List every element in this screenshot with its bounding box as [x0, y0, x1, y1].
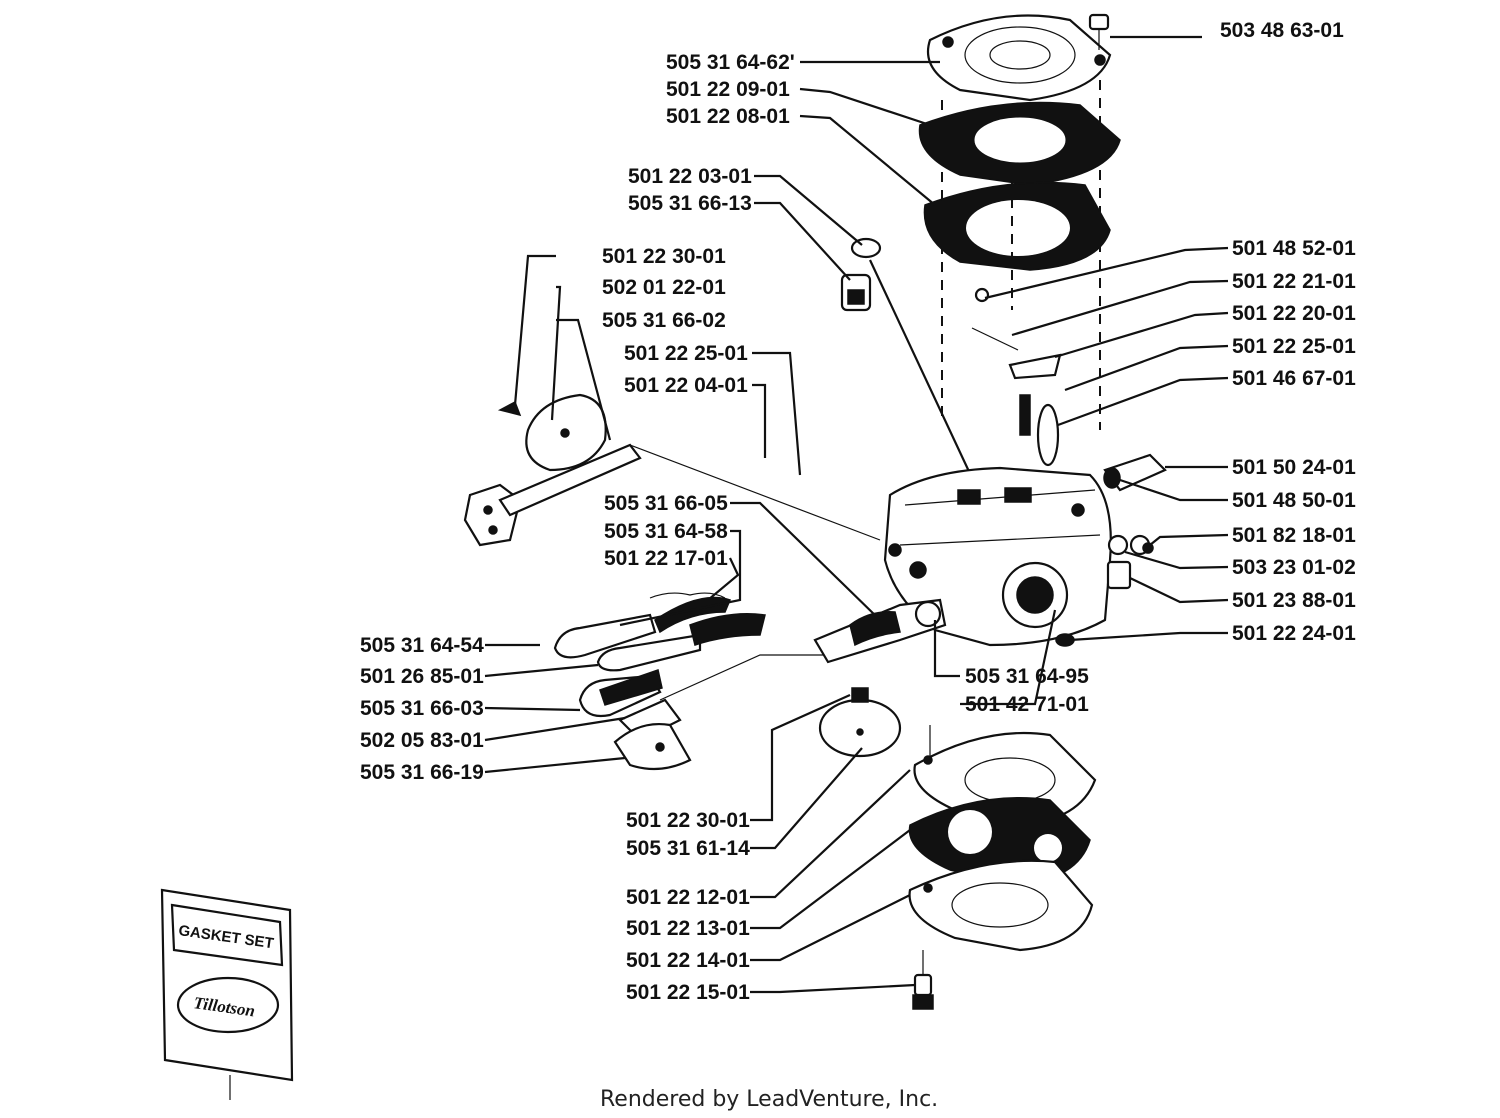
part-label: 503 23 01-02: [1232, 556, 1356, 579]
part-label: 501 26 85-01: [360, 665, 484, 688]
part-label: 501 22 30-01: [626, 809, 750, 832]
part-label: 505 31 64-58: [604, 520, 728, 543]
welch-plug-group: [1107, 534, 1154, 556]
footer-credit: Rendered by LeadVenture, Inc.: [600, 1087, 938, 1112]
part-label: 502 01 22-01: [602, 276, 726, 299]
part-label: 501 22 09-01: [666, 78, 790, 101]
part-label: 505 31 64-62': [666, 51, 795, 74]
part-label: 501 48 50-01: [1232, 489, 1356, 512]
part-label: 501 22 14-01: [626, 949, 750, 972]
check-valve-disc: [850, 237, 882, 259]
part-label: 503 48 63-01: [1220, 19, 1344, 42]
choke-plate: [818, 687, 902, 758]
part-label: 501 50 24-01: [1232, 456, 1356, 479]
part-label: 501 22 12-01: [626, 886, 750, 909]
part-label: 501 22 17-01: [604, 547, 728, 570]
part-labels: 503 48 63-01 505 31 64-62' 501 22 09-01 …: [360, 19, 1356, 1004]
part-label: 501 22 03-01: [628, 165, 752, 188]
metering-cover: [908, 859, 1094, 952]
pump-diaphragm: [918, 101, 1121, 186]
metering-spring: [1019, 394, 1031, 436]
part-label: 501 22 15-01: [626, 981, 750, 1004]
part-label: 501 22 13-01: [626, 917, 750, 940]
pump-cover: [926, 14, 1112, 102]
metering-lever-screw: [974, 287, 990, 303]
part-label: 505 31 64-95: [965, 665, 1089, 688]
fuel-screen-cap: [1103, 453, 1167, 492]
part-label: 505 31 66-13: [628, 192, 752, 215]
part-label: 501 22 21-01: [1232, 270, 1356, 293]
part-label: 505 31 66-02: [602, 309, 726, 332]
part-label: 501 42 71-01: [965, 693, 1089, 716]
inlet-fitting: [840, 273, 872, 312]
choke-shaft: [613, 654, 850, 771]
gasket-set-package: GASKET SET Tillotson: [160, 888, 294, 1100]
low-speed-needle: [596, 613, 766, 672]
throttle-screw: [497, 400, 522, 417]
part-label: 502 05 83-01: [360, 729, 484, 752]
cover-bolt: [912, 973, 934, 1010]
part-label: 501 46 67-01: [1232, 367, 1356, 390]
part-label: 501 23 88-01: [1232, 589, 1356, 612]
throttle-shaft: [463, 443, 881, 547]
throttle-plate: [525, 393, 607, 472]
pump-plunger: [813, 598, 947, 664]
idle-speed-screw: [578, 669, 663, 718]
leader-lines: [484, 35, 1229, 994]
inlet-needle: [1036, 403, 1060, 467]
part-label: 501 22 20-01: [1232, 302, 1356, 325]
part-label: 505 31 66-05: [604, 492, 728, 515]
metering-lever: [1008, 353, 1062, 380]
part-label: 501 22 24-01: [1232, 622, 1356, 645]
part-label: 501 22 25-01: [624, 342, 748, 365]
cover-screw: [1088, 13, 1110, 50]
part-label: 505 31 64-54: [360, 634, 484, 657]
part-label: 501 22 25-01: [1232, 335, 1356, 358]
carburetor-body: [883, 466, 1112, 647]
part-label: 505 31 66-03: [360, 697, 484, 720]
part-label: 505 31 61-14: [626, 837, 750, 860]
part-label: 501 22 04-01: [624, 374, 748, 397]
part-label: 501 22 08-01: [666, 105, 790, 128]
lever-pin: [971, 327, 1019, 351]
part-label: 501 48 52-01: [1232, 237, 1356, 260]
part-label: 501 82 18-01: [1232, 524, 1356, 547]
idle-limiter: [1106, 560, 1132, 590]
part-label: 501 22 30-01: [602, 245, 726, 268]
pump-gasket: [923, 181, 1111, 271]
part-label: 505 31 66-19: [360, 761, 484, 784]
